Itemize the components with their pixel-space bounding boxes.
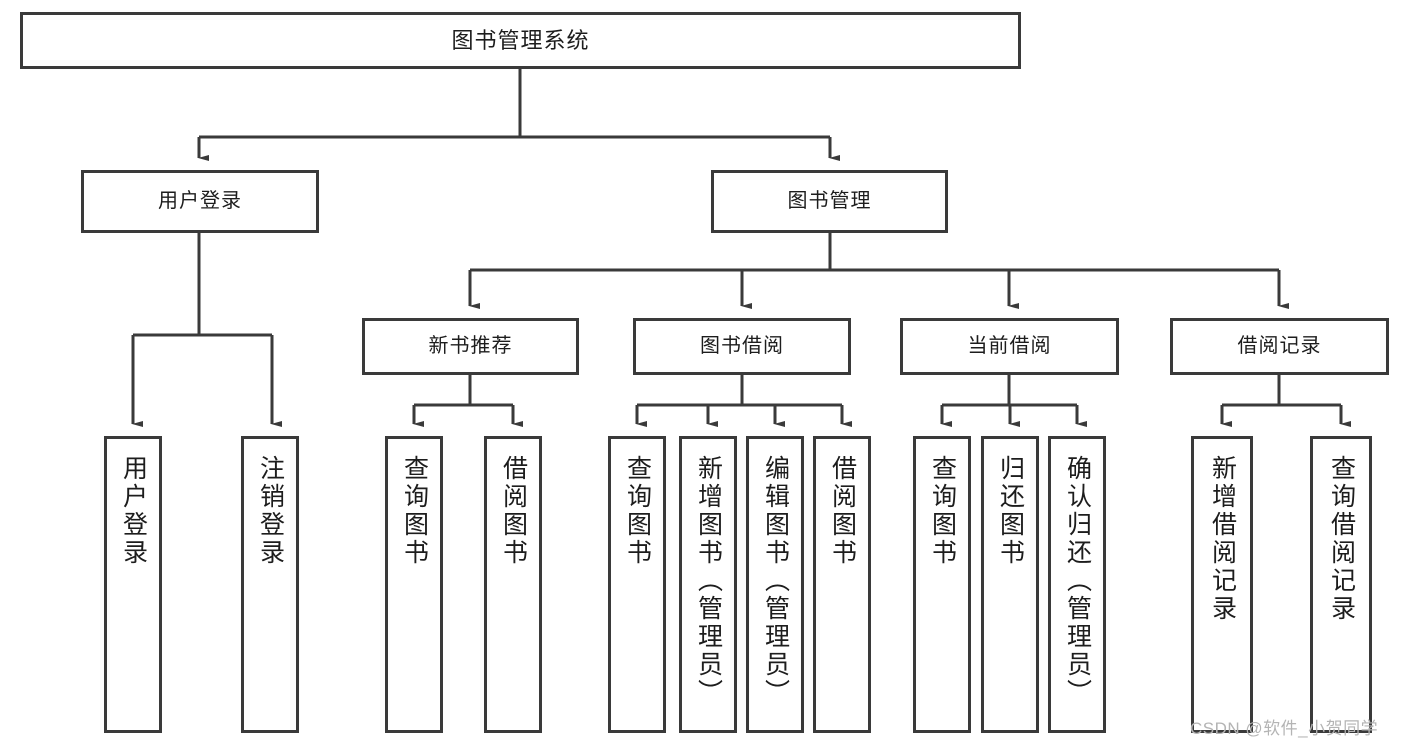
node-label: 查询图书	[623, 455, 652, 567]
leaf-node[interactable]: 编辑图书（管理员）	[746, 436, 804, 733]
node-new-book-recommend[interactable]: 新书推荐	[362, 318, 579, 375]
node-label: 归还图书	[996, 455, 1025, 567]
leaf-node[interactable]: 新增借阅记录	[1191, 436, 1253, 733]
node-label: 编辑图书（管理员）	[761, 455, 790, 707]
node-user-login[interactable]: 用户登录	[81, 170, 319, 233]
leaf-node[interactable]: 查询图书	[385, 436, 443, 733]
leaf-node[interactable]: 用户登录	[104, 436, 162, 733]
leaf-node[interactable]: 查询图书	[608, 436, 666, 733]
leaf-node[interactable]: 借阅图书	[813, 436, 871, 733]
node-label: 新增借阅记录	[1208, 455, 1237, 623]
node-label: 借阅图书	[828, 455, 857, 567]
node-label: 用户登录	[119, 455, 148, 567]
leaf-node[interactable]: 归还图书	[981, 436, 1039, 733]
node-label: 查询图书	[400, 455, 429, 567]
node-label: 查询借阅记录	[1327, 455, 1356, 623]
leaf-node[interactable]: 注销登录	[241, 436, 299, 733]
node-label: 当前借阅	[967, 334, 1052, 357]
node-label: 新书推荐	[428, 334, 513, 357]
leaf-node[interactable]: 新增图书（管理员）	[679, 436, 737, 733]
node-label: 借阅记录	[1237, 334, 1322, 357]
node-label: 借阅图书	[499, 455, 528, 567]
node-book-management[interactable]: 图书管理	[711, 170, 948, 233]
leaf-node[interactable]: 查询图书	[913, 436, 971, 733]
node-label: 图书管理系统	[451, 27, 590, 53]
node-label: 注销登录	[256, 455, 285, 567]
node-label: 用户登录	[158, 189, 242, 212]
leaf-node[interactable]: 确认归还（管理员）	[1048, 436, 1106, 733]
leaf-node[interactable]: 查询借阅记录	[1310, 436, 1372, 733]
node-label: 确认归还（管理员）	[1063, 455, 1092, 707]
node-borrow-record[interactable]: 借阅记录	[1170, 318, 1389, 375]
node-label: 新增图书（管理员）	[694, 455, 723, 707]
node-book-borrow[interactable]: 图书借阅	[633, 318, 851, 375]
node-label: 图书管理	[787, 189, 872, 212]
leaf-node[interactable]: 借阅图书	[484, 436, 542, 733]
node-label: 查询图书	[928, 455, 957, 567]
node-root-system[interactable]: 图书管理系统	[20, 12, 1021, 69]
csdn-watermark: CSDN @软件_小贺同学	[1190, 719, 1379, 738]
node-label: 图书借阅	[700, 334, 784, 357]
node-current-borrow[interactable]: 当前借阅	[900, 318, 1119, 375]
